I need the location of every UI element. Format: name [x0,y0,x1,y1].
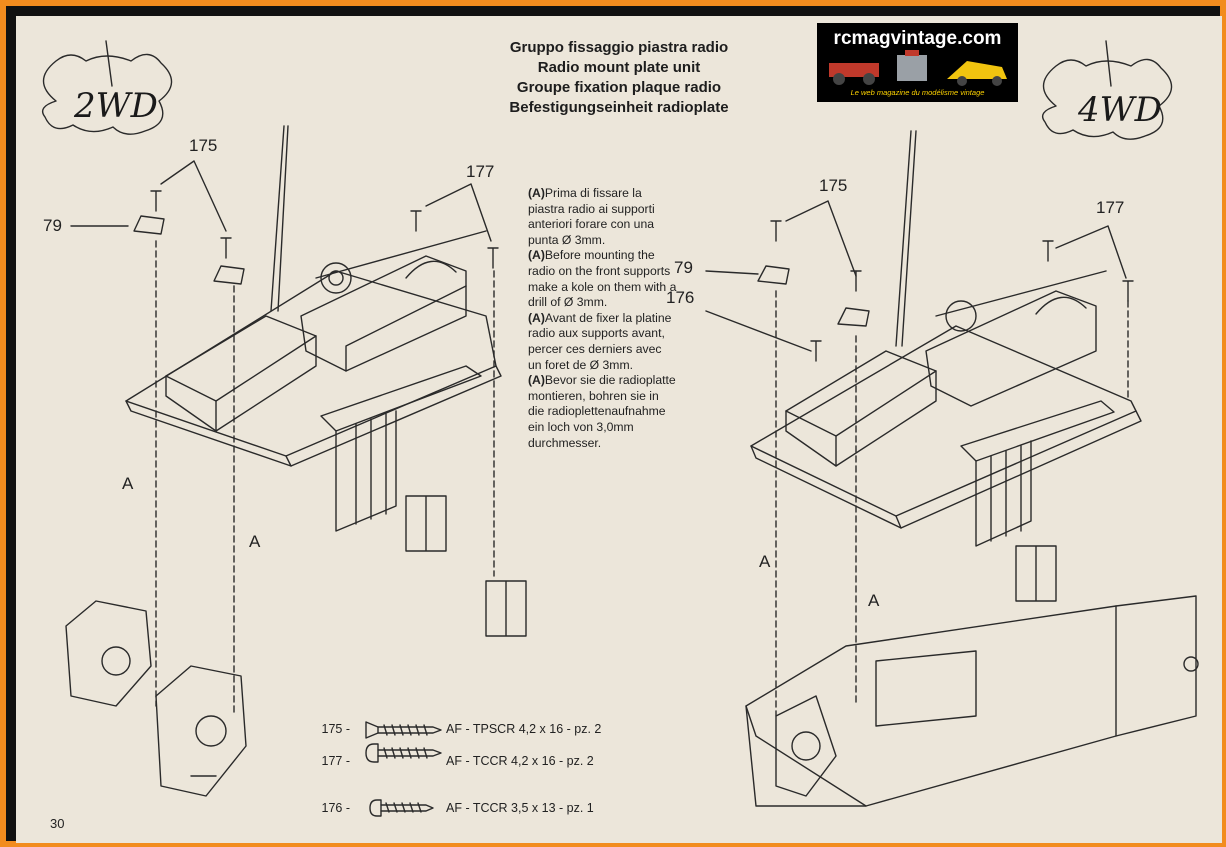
callout-a2-left: A [249,532,261,551]
brand-car-icon [829,50,1007,86]
callout-176-right: 176 [666,288,695,307]
callout-175-right: 175 [819,176,848,195]
instruction-fr: (A)Avant de fixer la platine radio aux s… [528,310,672,372]
small-pan-head-screw-icon [369,799,434,817]
pan-head-screw-icon [365,743,442,763]
callout-175-left: 175 [189,136,218,155]
right-badge-outline [1041,58,1173,140]
instruction-de: (A)Bevor sie die radioplatte montieren, … [528,373,676,450]
badge-4wd: 4WD [1078,90,1162,130]
callout-177-left: 177 [466,162,495,181]
instruction-it: (A)Prima di fissare la piastra radio ai … [528,186,655,247]
page-number: 30 [50,816,65,831]
left-badge-outline [41,53,173,135]
brand-tagline: Le web magazine du modélisme vintage [850,88,985,97]
brand-name: rcmagvintage.com [833,28,1002,49]
countersunk-screw-icon [365,721,442,739]
badge-2wd: 2WD [74,86,158,126]
title-english: Radio mount plate unit [537,59,701,76]
manual-page: Gruppo fissaggio piastra radio Radio mou… [16,16,1222,843]
callout-79-right: 79 [674,258,693,277]
title-french: Groupe fixation plaque radio [516,79,722,96]
callout-177-right: 177 [1096,198,1125,217]
callout-a1-left: A [122,474,134,493]
instruction-en: (A)Before mounting the radio on the fron… [528,248,677,310]
brand-logo: rcmagvintage.com Le web magazine du modé… [817,23,1018,102]
title-italian: Gruppo fissaggio piastra radio [509,39,729,56]
assembly-illustration [41,40,1199,817]
right-radio-plate [705,130,1199,807]
left-radio-plate [65,125,527,797]
callout-a1-right: A [759,552,771,571]
callout-79-left: 79 [43,216,62,235]
instructions-block: (A)Prima di fissare la piastra radio ai … [528,186,678,451]
title-german: Befestigungseinheit radioplate [509,99,729,116]
callout-a2-right: A [868,591,880,610]
